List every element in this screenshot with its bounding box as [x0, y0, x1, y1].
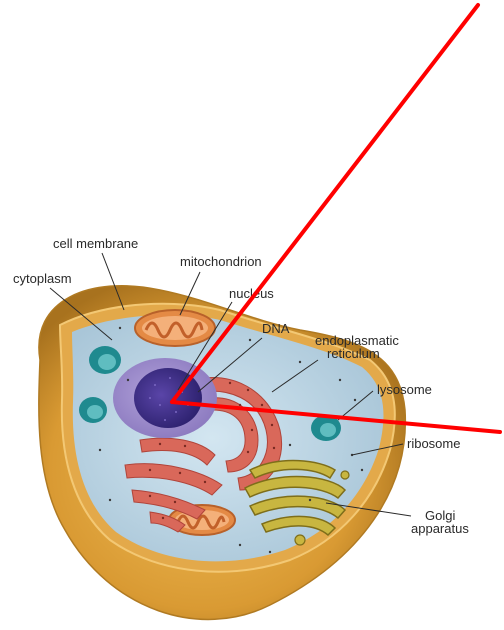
label-cell-membrane: cell membrane [53, 236, 138, 251]
label-cytoplasm: cytoplasm [13, 271, 72, 286]
label-lysosome: lysosome [377, 382, 432, 397]
label-er-line2: reticulum [327, 346, 380, 361]
mitochondrion-top [135, 310, 215, 346]
label-golgi-line2: apparatus [411, 521, 469, 536]
nucleus [113, 358, 217, 438]
lysosome-left-top [89, 346, 121, 374]
lysosome-left-bottom [79, 397, 107, 423]
label-ribosome: ribosome [407, 436, 460, 451]
label-dna: DNA [262, 321, 290, 336]
label-mitochondrion: mitochondrion [180, 254, 262, 269]
